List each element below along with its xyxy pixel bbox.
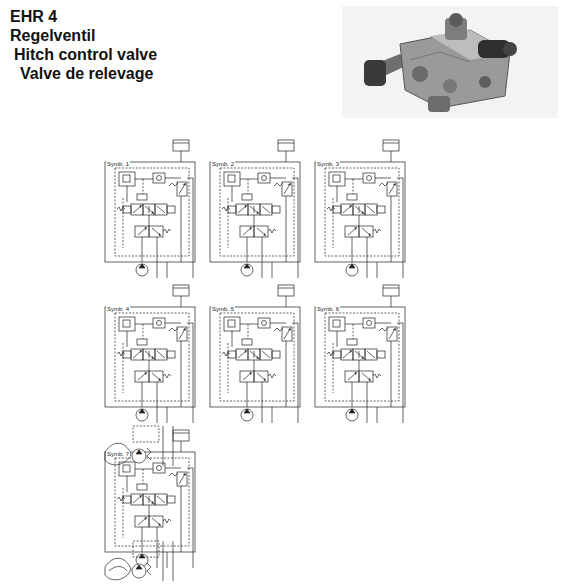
symbol-frame: Symb. 2 (211, 152, 238, 170)
symbol-frame: Symb. 6 (316, 297, 343, 315)
symbol-label: Symb. 5 (211, 306, 235, 312)
hydraulic-symbols (105, 140, 405, 581)
heading-line: Hitch control valve (14, 46, 157, 64)
symbol-label: Symb. 6 (316, 306, 340, 312)
symbol-label: Symb. 4 (106, 306, 130, 312)
valve-photo (342, 6, 558, 118)
heading-line: Regelventil (10, 27, 95, 45)
symbol-label: Symb. 1 (106, 161, 130, 167)
symbol-label: Symb. 3 (316, 161, 340, 167)
symbol-frame: Symb. 5 (211, 297, 238, 315)
symbol-frame: Symb. 4 (106, 297, 133, 315)
title: EHR 4 (10, 8, 57, 26)
symbol-frame: Symb. 3 (316, 152, 343, 170)
symbol-frame: Symb. 7 (106, 442, 133, 460)
symbol-label: Symb. 7 (106, 451, 130, 457)
symbol-label: Symb. 2 (211, 161, 235, 167)
heading-line: Valve de relevage (20, 65, 153, 83)
symbol-frame: Symb. 1 (106, 152, 133, 170)
